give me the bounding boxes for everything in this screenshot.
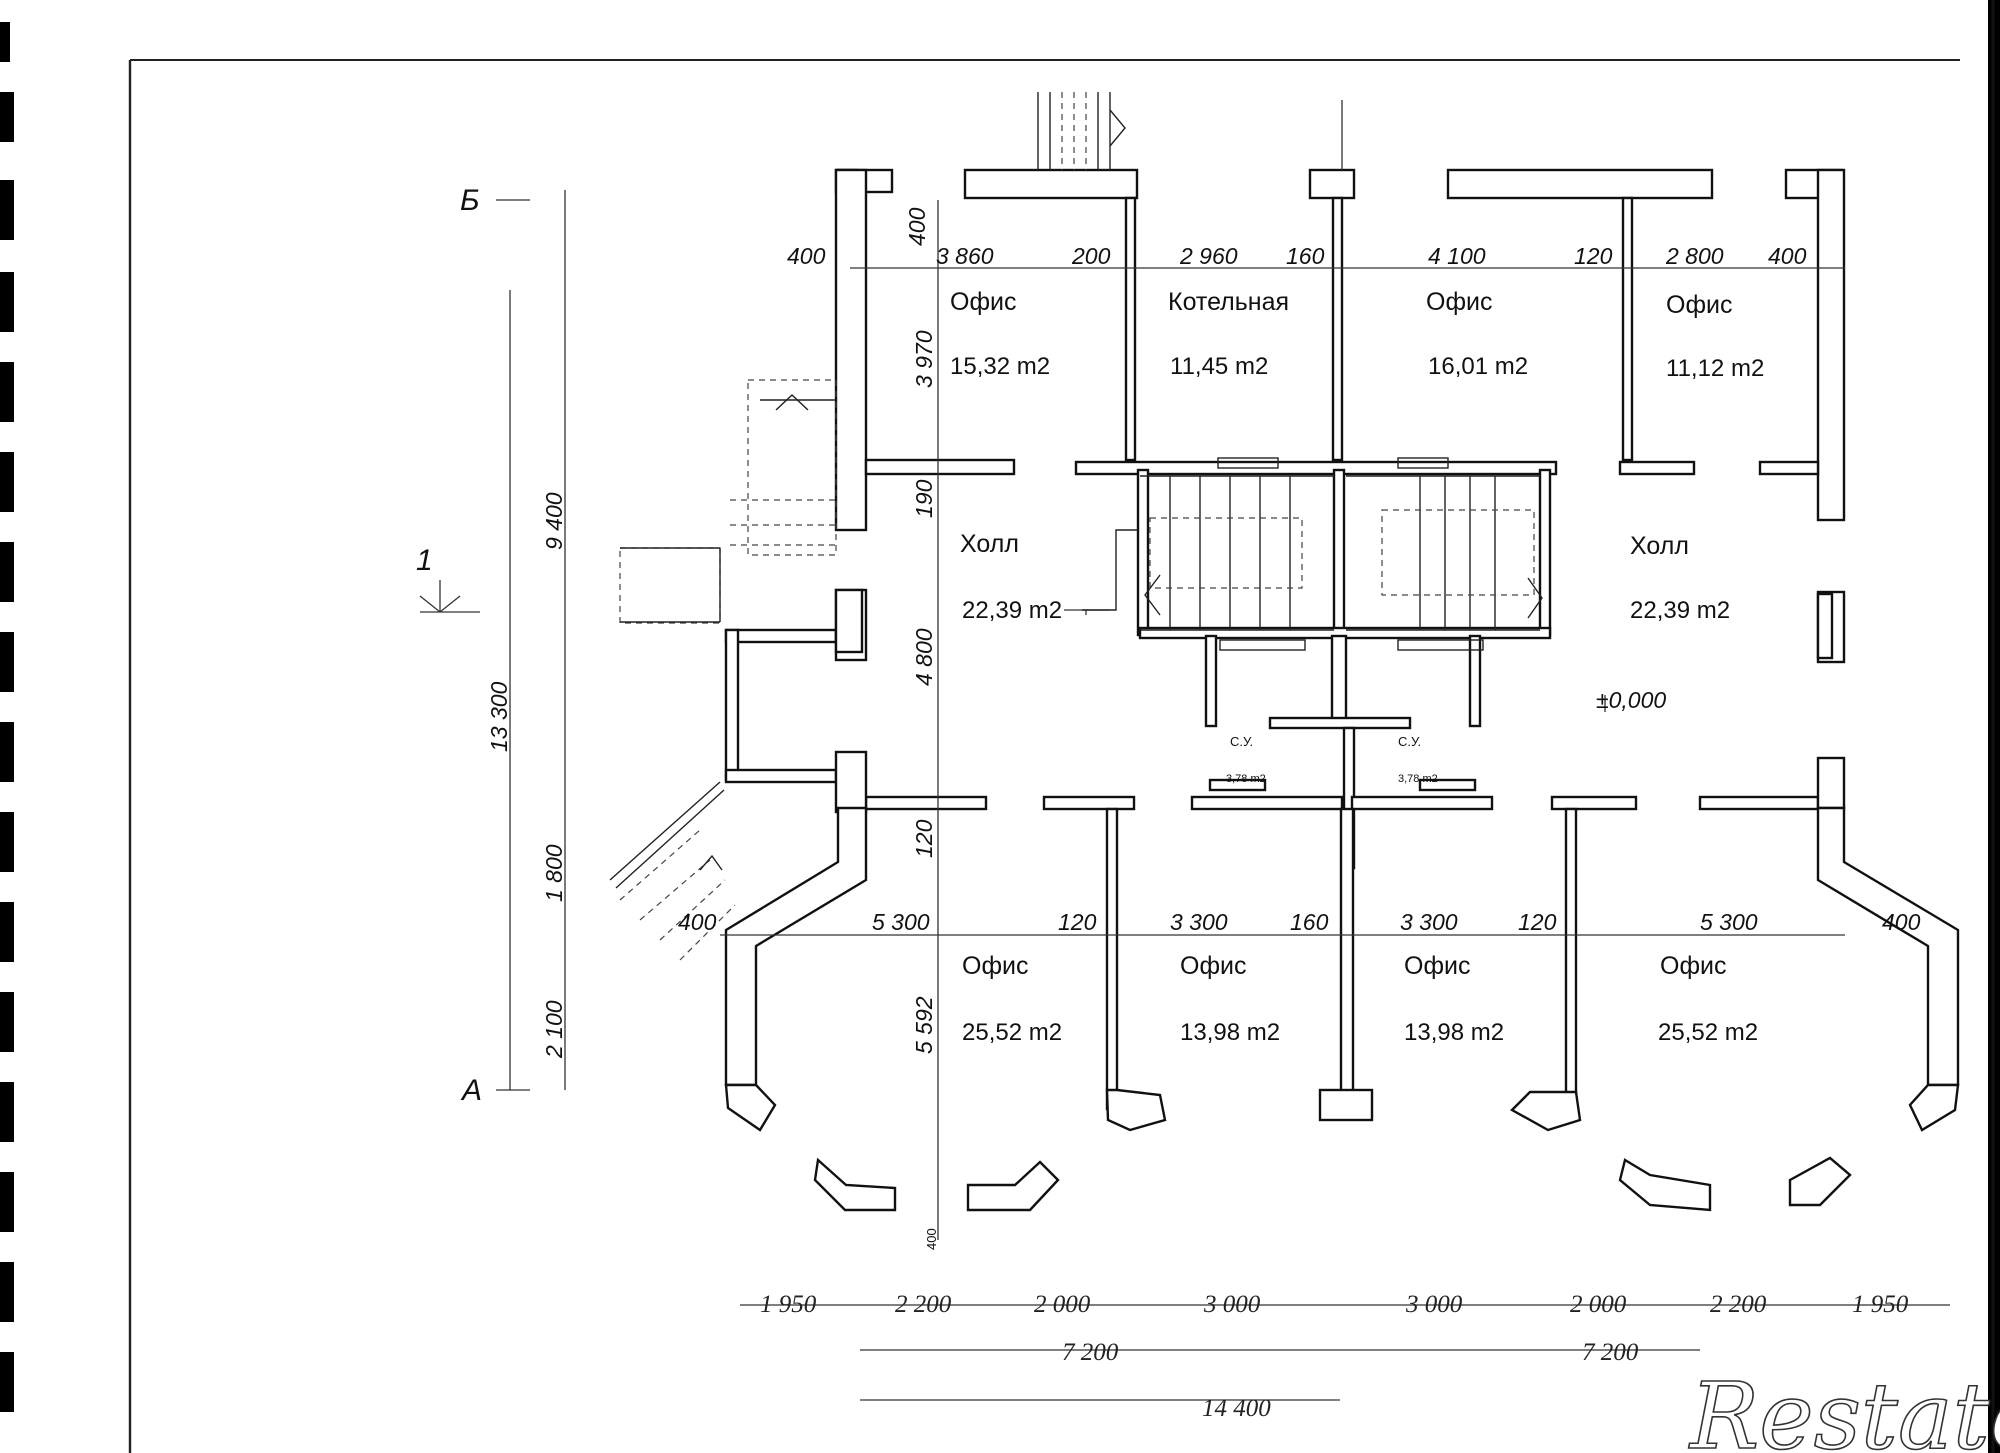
dim-vertical-3970: 3 970 (911, 330, 937, 388)
room-area: 13,98 m2 (1180, 1019, 1280, 1046)
dim-chain-top: 400 3 860 200 2 960 160 4 100 120 2 800 … (787, 243, 1807, 269)
dim-mid-3: 3 300 (1170, 909, 1228, 935)
room-name: Офис (962, 952, 1028, 980)
dim-vertical-400-bottom: 400 (924, 1228, 939, 1250)
room-name: С.У. (1230, 734, 1253, 749)
dim-vertical-120: 120 (911, 819, 937, 858)
room-office-top-3: Офис 11,12 m2 (1666, 291, 1764, 382)
watermark-logo: Restate (1688, 1363, 2000, 1453)
room-area: 3,78 m2 (1226, 773, 1266, 785)
dim-bottom-row1-6: 2 200 (1710, 1291, 1767, 1318)
dim-mid-4: 160 (1290, 909, 1329, 935)
room-name: Офис (1666, 291, 1732, 319)
walls (724, 168, 1960, 1212)
room-office-bottom-1: Офис 25,52 m2 (962, 952, 1062, 1046)
room-hall-right: Холл 22,39 m2 (1630, 532, 1730, 624)
room-area: 25,52 m2 (1658, 1019, 1758, 1046)
room-wc-right: С.У. 3,78 m2 (1398, 734, 1438, 785)
dim-bottom-row1-4: 3 000 (1405, 1291, 1463, 1318)
dim-vertical-190: 190 (911, 479, 937, 518)
dim-vertical-400-top: 400 (904, 207, 930, 246)
dim-bottom-row1-2: 2 000 (1034, 1291, 1091, 1318)
room-area: 13,98 m2 (1404, 1019, 1504, 1046)
room-office-top-1: Офис 15,32 m2 (950, 288, 1050, 380)
room-name: Холл (1630, 532, 1689, 560)
dim-bottom-row1-0: 1 950 (760, 1291, 817, 1318)
room-area: 25,52 m2 (962, 1019, 1062, 1046)
room-name: Офис (1660, 952, 1726, 980)
dim-chain-bottom: 1 950 2 200 2 000 3 000 3 000 2 000 2 20… (760, 1291, 1909, 1422)
dim-top-0: 400 (787, 243, 826, 269)
dim-bottom-row1-5: 2 000 (1570, 1291, 1627, 1318)
section-mark: 1 (416, 544, 433, 577)
dim-top-3: 2 960 (1179, 243, 1238, 269)
dimension-lines (419, 100, 1950, 1401)
room-name: Офис (1426, 288, 1492, 316)
entrance-stairs (609, 92, 1126, 961)
room-area: 15,32 m2 (950, 353, 1050, 380)
dim-bottom-row1-7: 1 950 (1852, 1291, 1909, 1318)
room-name: Холл (960, 530, 1019, 558)
room-boiler: Котельная 11,45 m2 (1168, 288, 1289, 380)
dim-bottom-row2-0: 7 200 (1062, 1339, 1119, 1366)
dim-mid-1: 5 300 (872, 909, 930, 935)
room-office-top-2: Офис 16,01 m2 (1426, 288, 1528, 380)
room-area: 22,39 m2 (962, 597, 1062, 624)
level-mark: ±0,000 (1596, 687, 1666, 713)
stair-left (1140, 457, 1334, 651)
room-area: 22,39 m2 (1630, 597, 1730, 624)
dim-bottom-row1-3: 3 000 (1203, 1291, 1261, 1318)
stair-right (1346, 457, 1543, 651)
room-office-bottom-4: Офис 25,52 m2 (1658, 952, 1758, 1046)
dim-top-2: 200 (1071, 243, 1111, 269)
room-name: Офис (950, 288, 1016, 316)
room-hall-left: Холл 22,39 m2 (960, 529, 1138, 624)
dim-top-7: 2 800 (1665, 243, 1724, 269)
dim-top-6: 120 (1574, 243, 1613, 269)
room-name: Офис (1180, 952, 1246, 980)
dim-mid-6: 120 (1518, 909, 1557, 935)
axis-label-bottom: А (460, 1074, 482, 1107)
dim-bottom-row2-1: 7 200 (1582, 1339, 1639, 1366)
dim-left-lower: 2 100 (541, 1000, 567, 1059)
dim-top-1: 3 860 (936, 243, 994, 269)
room-area: 11,12 m2 (1666, 355, 1764, 382)
room-area: 3,78 m2 (1398, 773, 1438, 785)
dim-mid-2: 120 (1058, 909, 1097, 935)
room-name: Котельная (1168, 288, 1289, 316)
dim-top-5: 4 100 (1428, 243, 1486, 269)
room-name: Офис (1404, 952, 1470, 980)
dim-left-mid: 1 800 (541, 844, 567, 902)
dim-bottom-row1-1: 2 200 (895, 1291, 952, 1318)
room-office-bottom-3: Офис 13,98 m2 (1404, 952, 1504, 1046)
room-area: 11,45 m2 (1170, 353, 1268, 380)
dim-left-upper: 9 400 (541, 492, 567, 550)
dim-mid-5: 3 300 (1400, 909, 1458, 935)
dim-mid-7: 5 300 (1700, 909, 1758, 935)
axis-label-top: Б (460, 184, 480, 217)
dim-chain-mid: 400 5 300 120 3 300 160 3 300 120 5 300 … (678, 909, 1921, 935)
dim-left-total: 13 300 (486, 681, 512, 752)
room-name: С.У. (1398, 734, 1421, 749)
dim-mid-0: 400 (678, 909, 717, 935)
dim-vertical-5592: 5 592 (911, 996, 937, 1054)
dim-top-4: 160 (1286, 243, 1325, 269)
dim-mid-8: 400 (1882, 909, 1921, 935)
room-wc-left: С.У. 3,78 m2 (1226, 734, 1266, 785)
dim-vertical-4800: 4 800 (911, 628, 937, 686)
drawing-frame (128, 59, 1960, 1453)
room-area: 16,01 m2 (1428, 353, 1528, 380)
room-office-bottom-2: Офис 13,98 m2 (1180, 952, 1280, 1046)
dim-top-8: 400 (1768, 243, 1807, 269)
dim-bottom-total: 14 400 (1202, 1395, 1271, 1422)
